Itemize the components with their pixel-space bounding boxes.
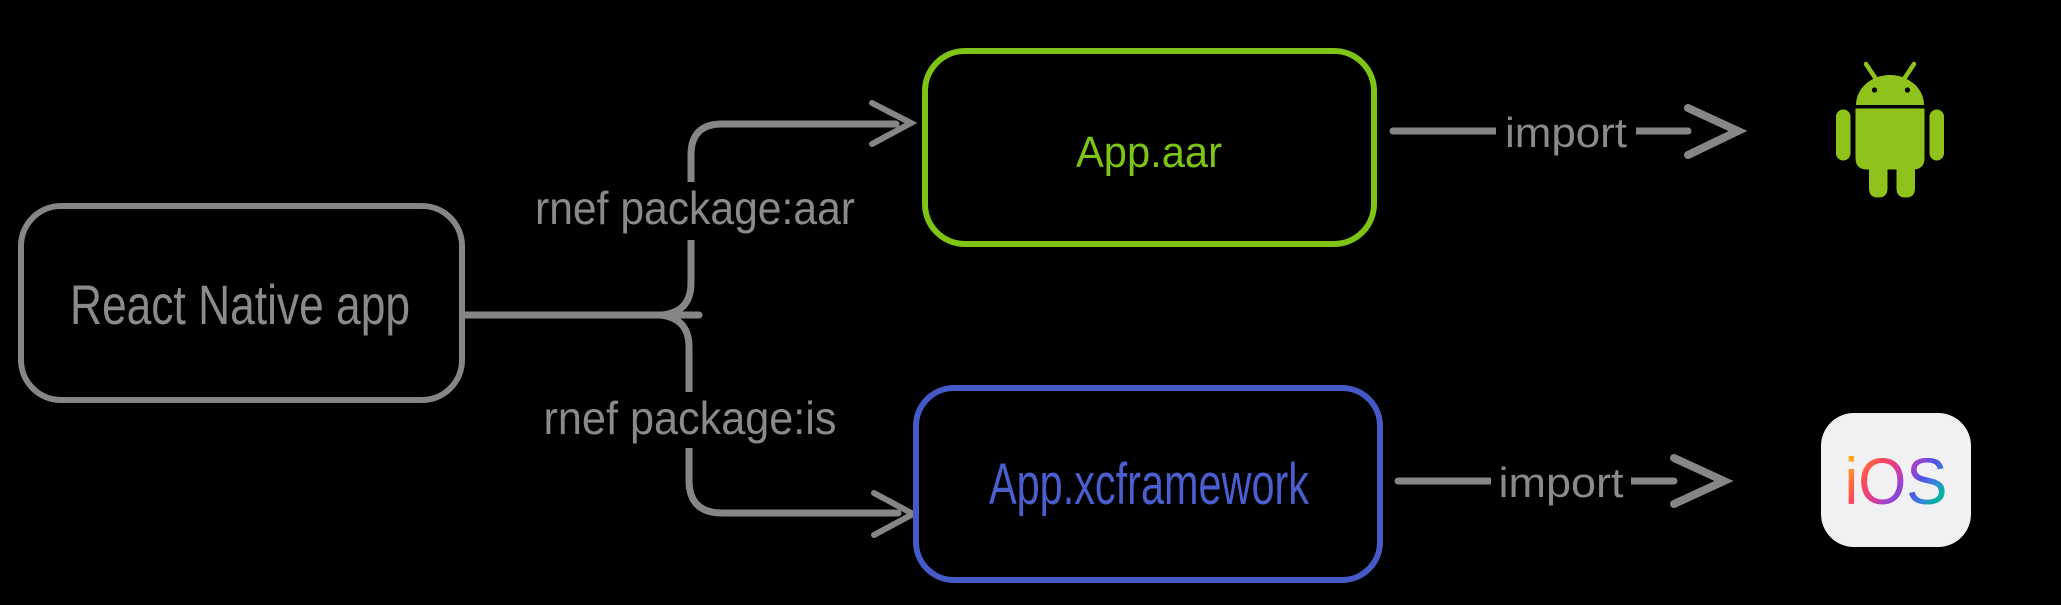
svg-text:import: import — [1499, 459, 1624, 506]
svg-text:import: import — [1505, 109, 1627, 156]
svg-text:React Native app: React Native app — [70, 273, 410, 336]
svg-text:App.aar: App.aar — [1076, 128, 1222, 177]
svg-text:App.xcframework: App.xcframework — [989, 452, 1310, 517]
svg-text:rnef package:aar: rnef package:aar — [535, 182, 855, 234]
svg-text:iOS: iOS — [1845, 444, 1948, 518]
svg-text:rnef package:is: rnef package:is — [544, 392, 837, 444]
